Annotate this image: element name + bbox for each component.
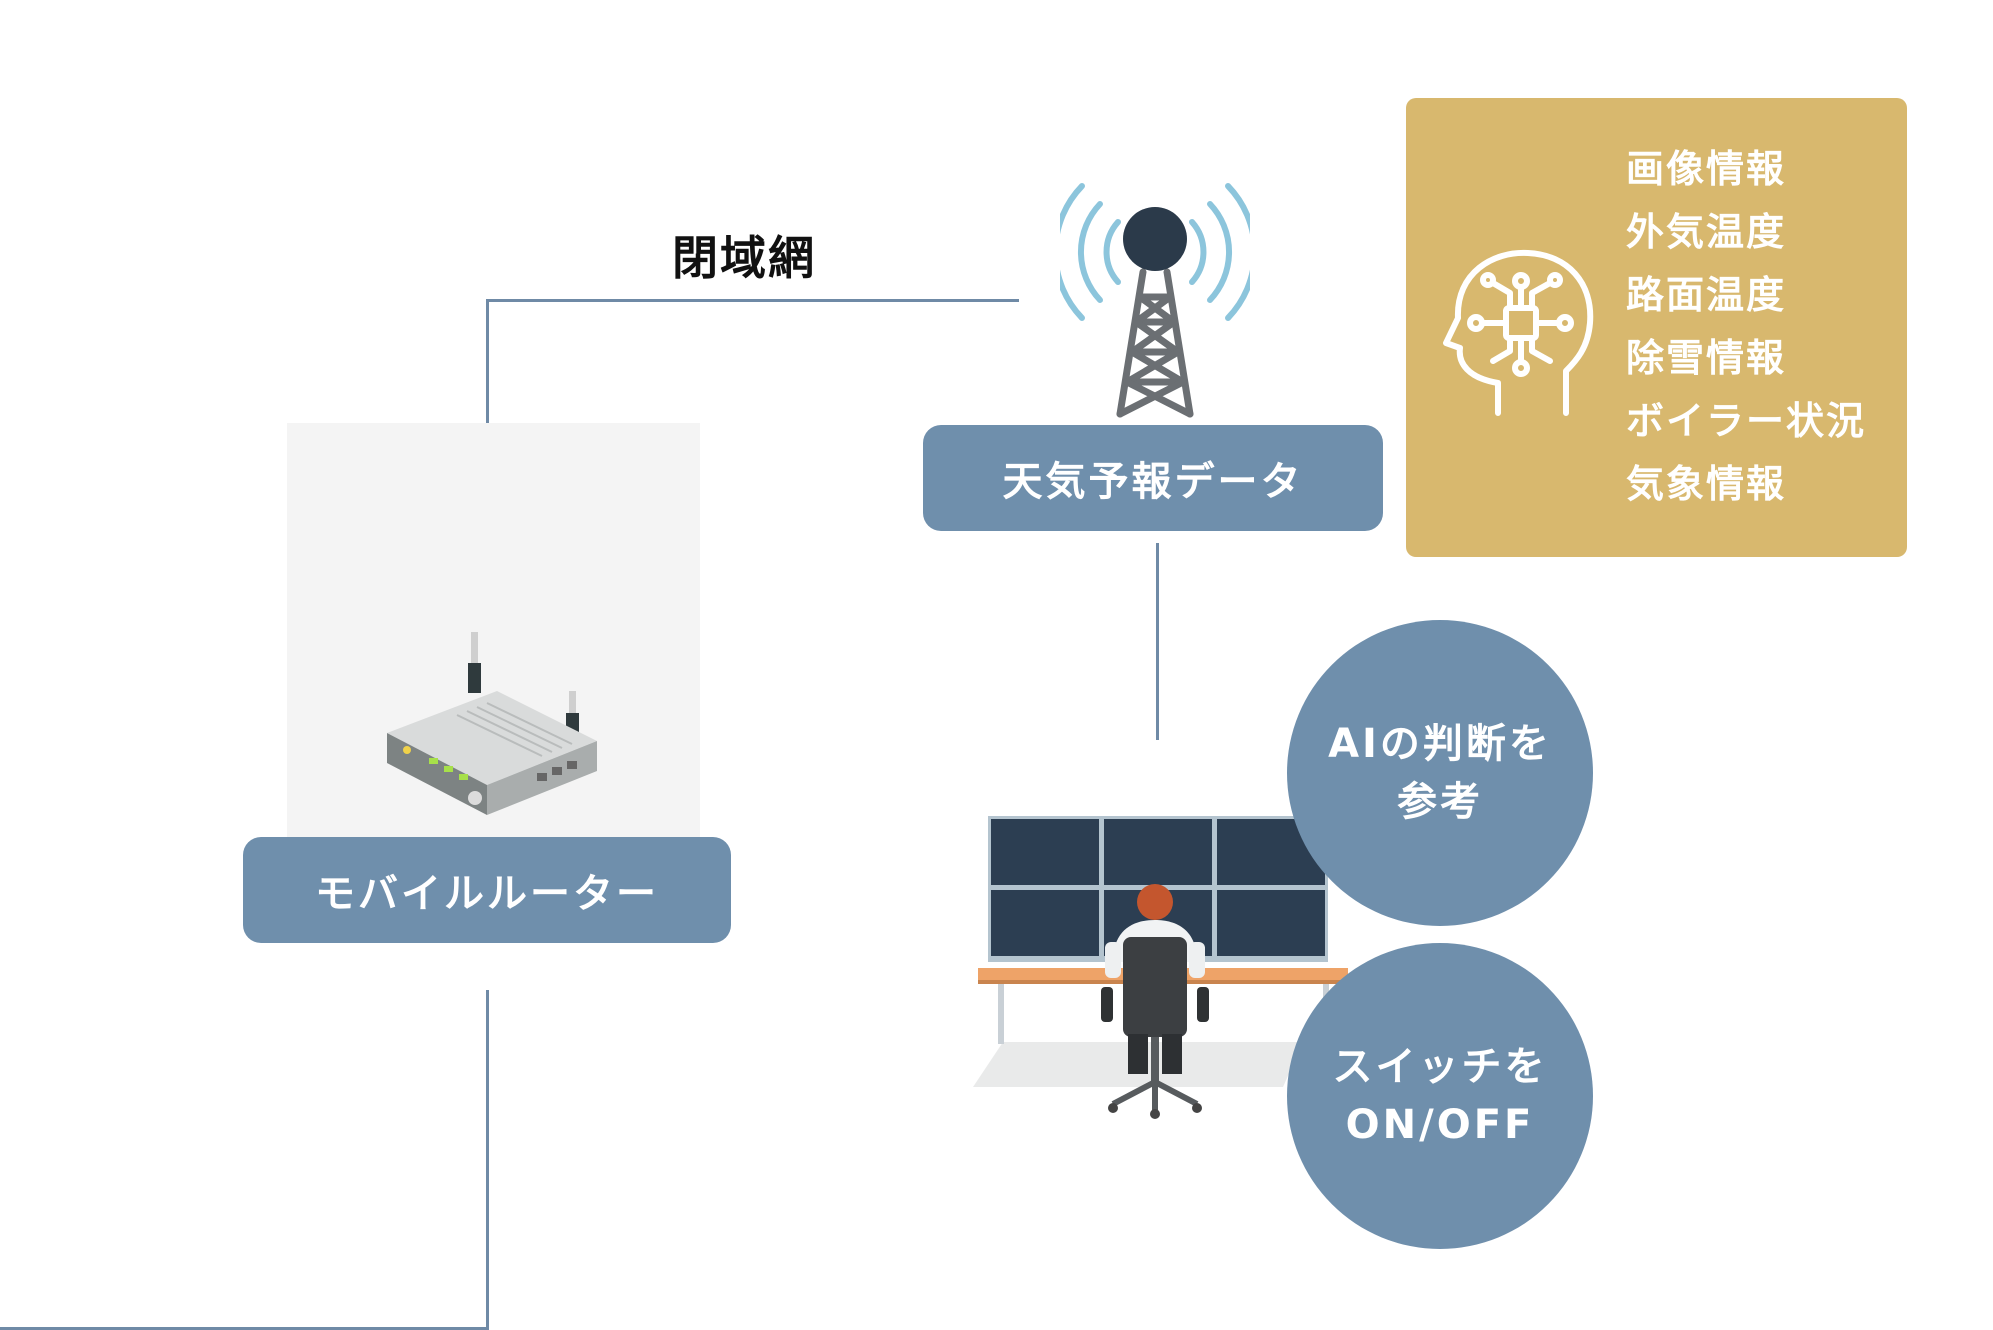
connector-top-horizontal	[486, 299, 1019, 302]
info-box: 画像情報 外気温度 路面温度 除雪情報 ボイラー状況 気象情報	[1406, 98, 1907, 557]
info-item: 外気温度	[1626, 210, 1787, 254]
weather-data-label: 天気予報データ	[923, 425, 1383, 531]
info-item: ボイラー状況	[1626, 399, 1867, 443]
ai-decision-line-2: 参考	[1397, 779, 1483, 825]
info-item: 画像情報	[1626, 147, 1787, 191]
ai-decision-line-1: AIの判断を	[1328, 721, 1552, 767]
switch-onoff-circle: スイッチを ON/OFF	[1287, 943, 1593, 1249]
router-image-panel	[287, 423, 700, 843]
operator-desk-icon	[973, 816, 1348, 1119]
ai-head-circuit-icon	[1443, 249, 1594, 416]
switch-line-2: ON/OFF	[1345, 1102, 1535, 1148]
info-item: 気象情報	[1626, 462, 1787, 506]
connector-left-lower-vertical	[486, 990, 489, 1330]
router-label: モバイルルーター	[243, 837, 731, 943]
network-label: 閉域網	[672, 231, 816, 285]
connector-center-vertical	[1156, 543, 1159, 740]
switch-line-1: スイッチを	[1332, 1044, 1548, 1090]
router-icon	[387, 632, 597, 815]
info-item: 除雪情報	[1626, 336, 1787, 380]
cell-tower-icon	[1060, 183, 1250, 418]
info-item: 路面温度	[1626, 273, 1787, 317]
ai-decision-circle: AIの判断を 参考	[1287, 620, 1593, 926]
info-list: 画像情報 外気温度 路面温度 除雪情報 ボイラー状況 気象情報	[1626, 138, 1866, 516]
